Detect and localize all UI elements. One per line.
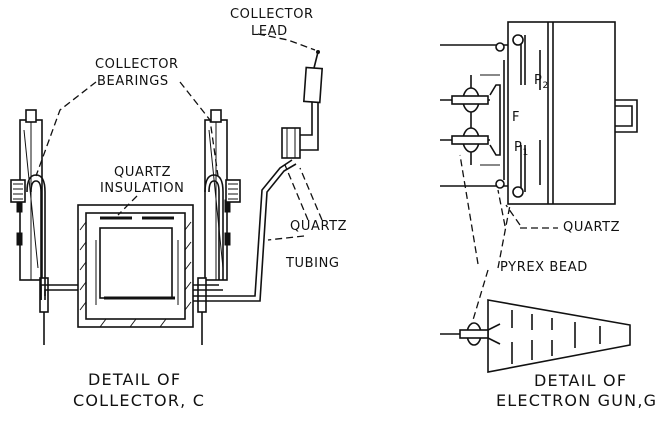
right-bearing-post bbox=[197, 109, 241, 345]
collector-box bbox=[77, 204, 194, 328]
gun-leader-lines bbox=[459, 154, 521, 331]
label-pyrex-bead: PYREX BEAD bbox=[500, 260, 588, 275]
label-collector-bearings-1: COLLECTOR bbox=[95, 57, 179, 72]
label-quartz-tubing-1: QUARTZ bbox=[290, 219, 347, 234]
quartz-tubing bbox=[193, 50, 324, 302]
label-quartz-tubing-2: TUBING bbox=[285, 256, 340, 271]
gun-box bbox=[507, 21, 638, 205]
label-f: F bbox=[512, 110, 520, 125]
gun-leads bbox=[440, 34, 524, 198]
label-p2-subscript: 2 bbox=[542, 81, 548, 91]
collector-drawing: COLLECTOR LEAD COLLECTOR BEARINGS QUARTZ… bbox=[10, 7, 347, 410]
electron-gun-drawing: P2 F P1 QUARTZ PYREX BEAD DETAIL OF ELEC… bbox=[440, 21, 657, 410]
label-collector-lead-2: LEAD bbox=[251, 24, 288, 39]
caption-gun-1: DETAIL OF bbox=[534, 371, 627, 390]
label-p2: P2 bbox=[534, 73, 549, 91]
label-collector-bearings-2: BEARINGS bbox=[97, 74, 169, 89]
left-bearing-post bbox=[10, 109, 49, 345]
caption-gun-2: ELECTRON GUN,G bbox=[496, 391, 657, 410]
label-p1-subscript: 1 bbox=[522, 148, 528, 158]
label-p2-letter: P bbox=[534, 73, 542, 88]
label-collector-lead-1: COLLECTOR bbox=[230, 7, 314, 22]
label-p1-letter: P bbox=[514, 140, 522, 155]
gun-lower-view bbox=[440, 299, 631, 373]
caption-collector-2: COLLECTOR, C bbox=[73, 391, 205, 410]
leader-lines bbox=[35, 33, 323, 241]
label-quartz: QUARTZ bbox=[563, 220, 620, 235]
caption-collector-1: DETAIL OF bbox=[88, 370, 181, 389]
label-quartz-insulation-1: QUARTZ bbox=[114, 165, 171, 180]
frame-tubes bbox=[40, 284, 223, 300]
label-p1: P1 bbox=[514, 140, 529, 158]
label-quartz-insulation-2: INSULATION bbox=[100, 181, 184, 196]
